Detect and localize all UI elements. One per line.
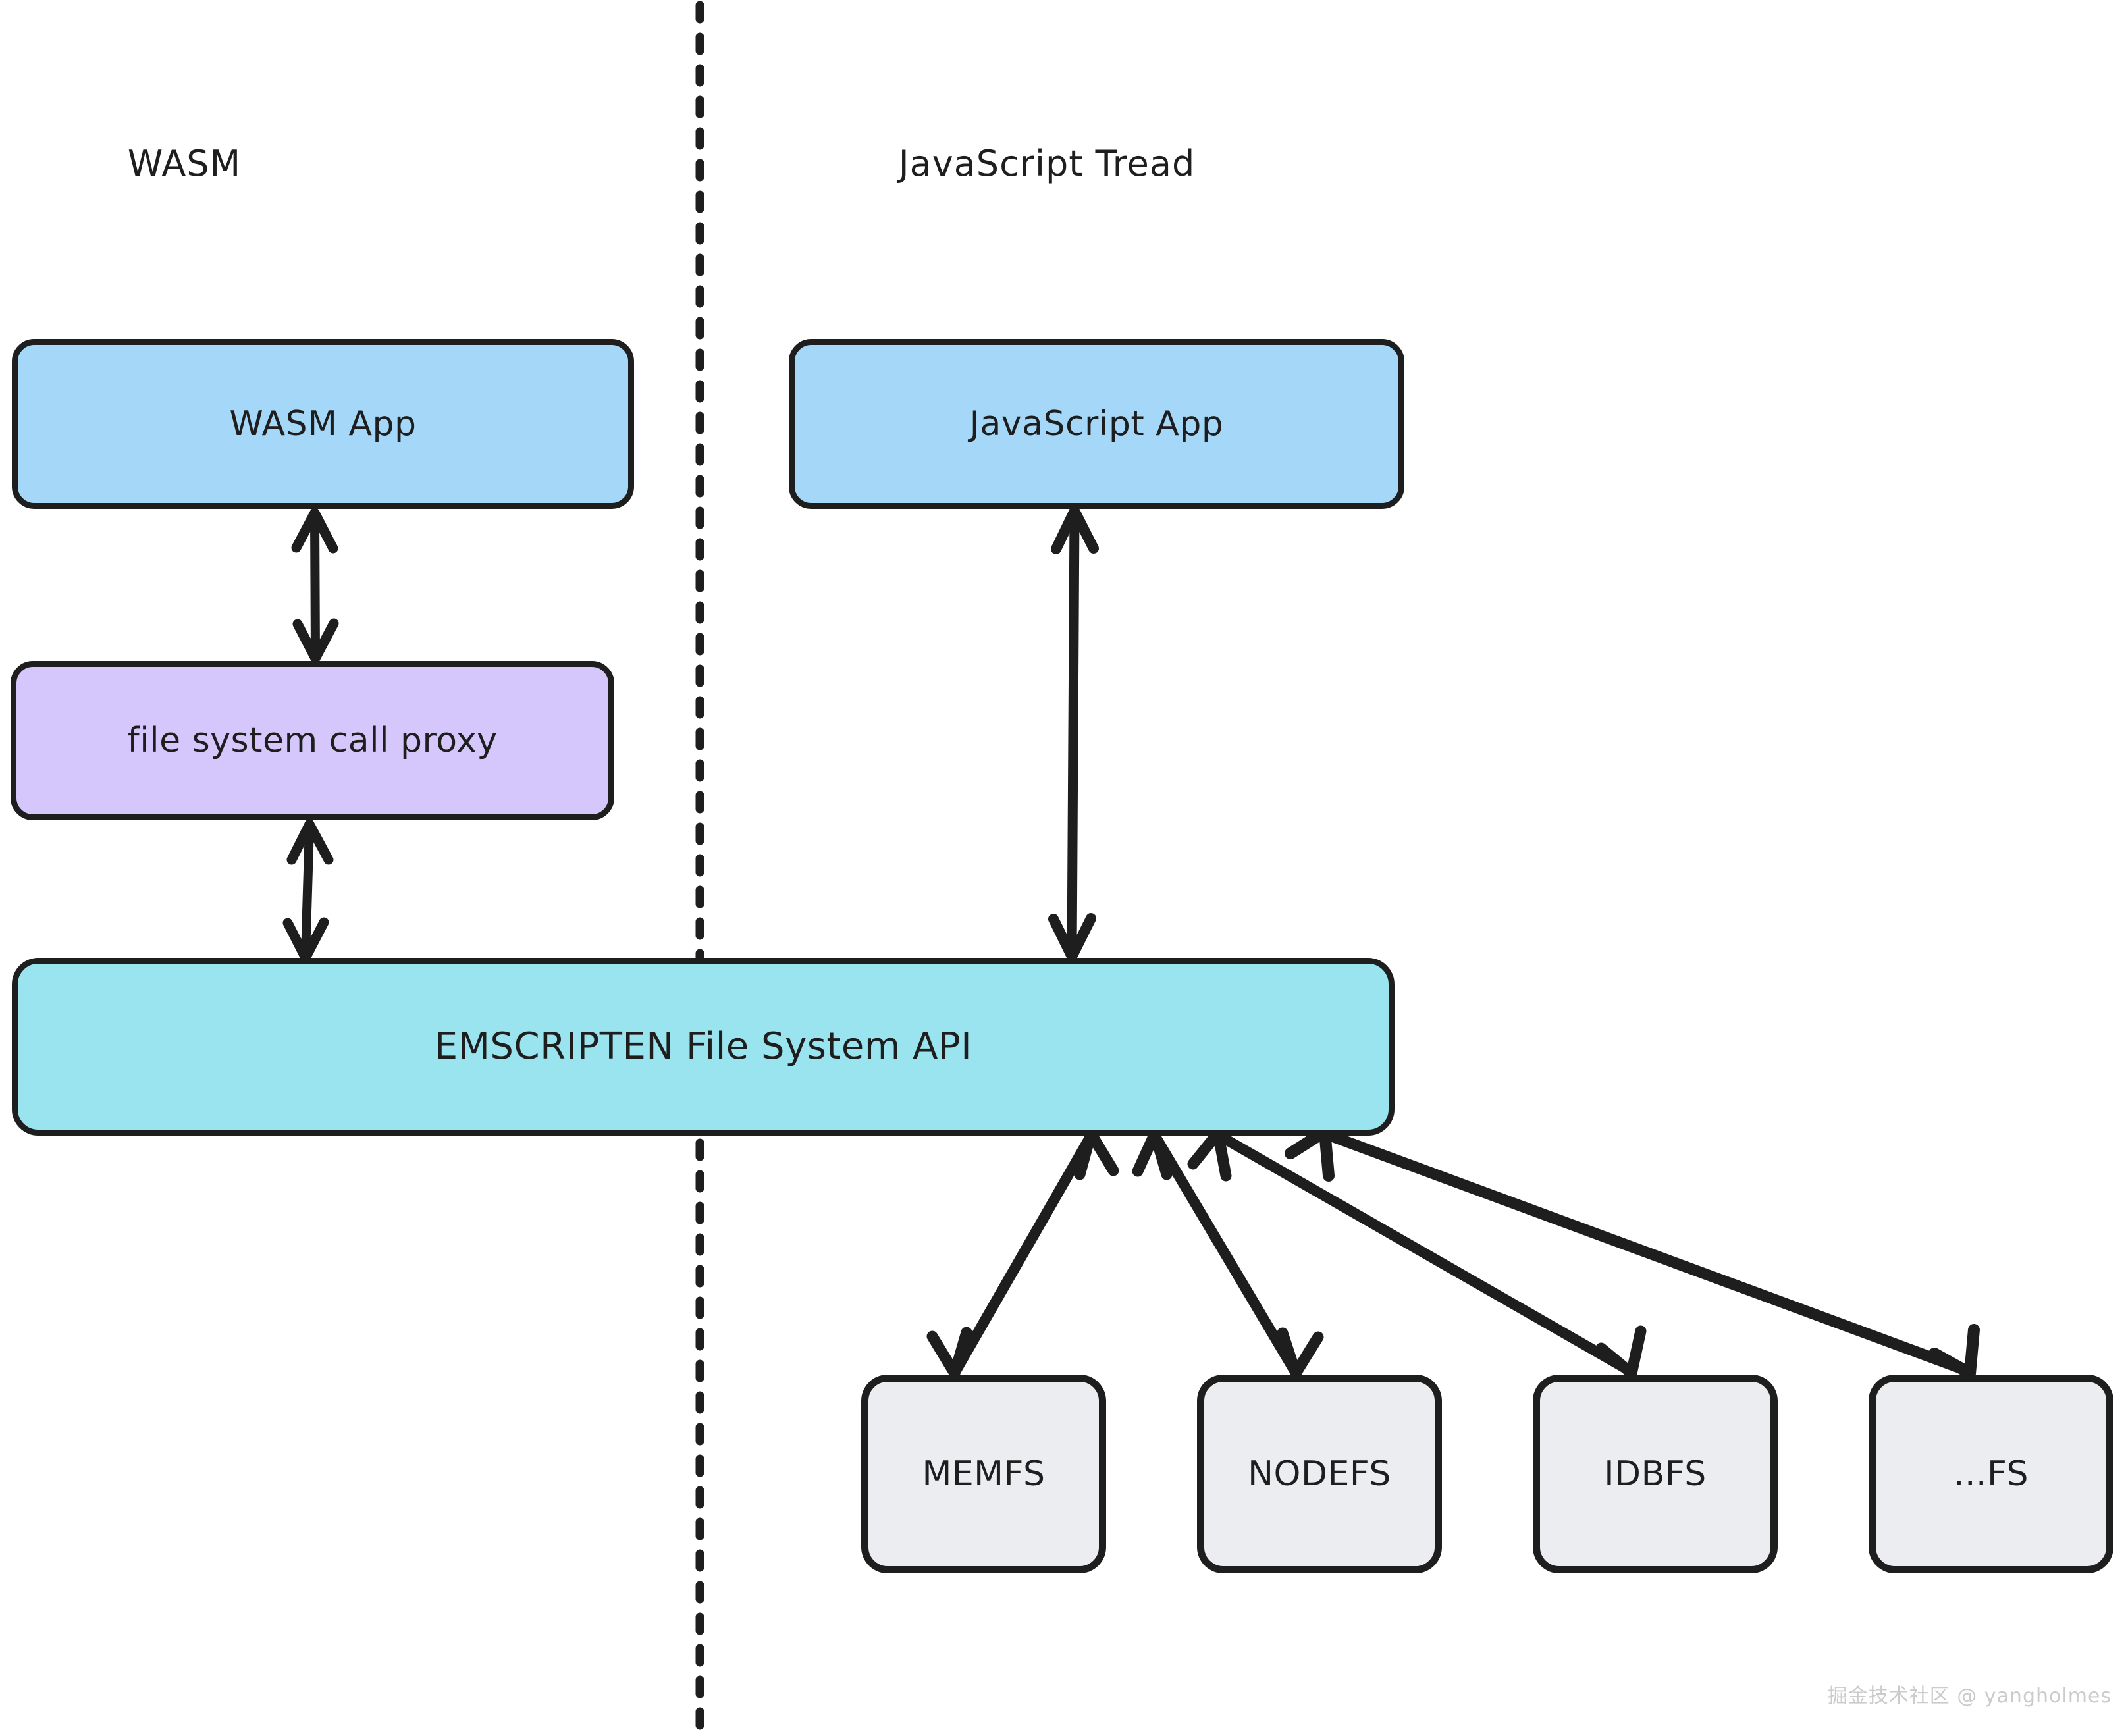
edge-fs-proxy-to-emscripten-api <box>282 819 334 963</box>
node-other-fs[interactable]: ...FS <box>1869 1375 2113 1573</box>
node-file-system-call-proxy[interactable]: file system call proxy <box>11 661 614 820</box>
edge-emscripten-api-to-otherfs <box>1285 1126 1980 1379</box>
node-other-fs-label: ...FS <box>1953 1454 2029 1494</box>
edge-emscripten-api-to-nodefs <box>1132 1128 1324 1379</box>
node-javascript-app-label: JavaScript App <box>969 404 1224 444</box>
edge-js-app-to-emscripten-api <box>1048 506 1099 962</box>
node-idbfs-label: IDBFS <box>1604 1454 1707 1494</box>
column-label-javascript-thread: JavaScript Tread <box>898 143 1196 184</box>
edge-wasm-app-to-fs-proxy <box>291 508 339 664</box>
column-label-wasm: WASM <box>127 143 242 184</box>
node-wasm-app[interactable]: WASM App <box>12 339 634 509</box>
node-javascript-app[interactable]: JavaScript App <box>789 339 1404 509</box>
watermark: 掘金技术社区 @ yangholmes <box>1827 1685 2112 1708</box>
edge-emscripten-api-to-idbfs <box>1187 1127 1647 1379</box>
node-emscripten-file-system-api[interactable]: EMSCRIPTEN File System API <box>12 958 1395 1136</box>
edge-emscripten-api-to-memfs <box>926 1128 1119 1379</box>
node-memfs[interactable]: MEMFS <box>861 1375 1106 1573</box>
node-file-system-call-proxy-label: file system call proxy <box>127 721 498 760</box>
node-wasm-app-label: WASM App <box>229 404 417 444</box>
node-idbfs[interactable]: IDBFS <box>1533 1375 1778 1573</box>
node-memfs-label: MEMFS <box>922 1454 1046 1494</box>
node-nodefs[interactable]: NODEFS <box>1197 1375 1442 1573</box>
node-emscripten-file-system-api-label: EMSCRIPTEN File System API <box>434 1025 972 1068</box>
node-nodefs-label: NODEFS <box>1248 1454 1391 1494</box>
